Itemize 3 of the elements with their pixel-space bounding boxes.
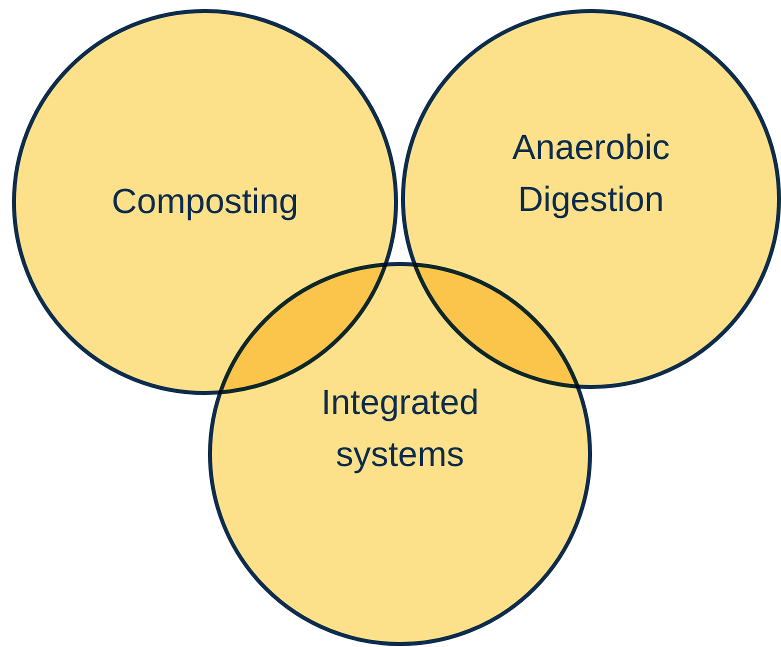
circle-label: Integrated systems bbox=[320, 382, 480, 476]
circle-label: Anaerobic Digestion bbox=[511, 126, 671, 221]
circle-label: Composting bbox=[110, 180, 300, 223]
